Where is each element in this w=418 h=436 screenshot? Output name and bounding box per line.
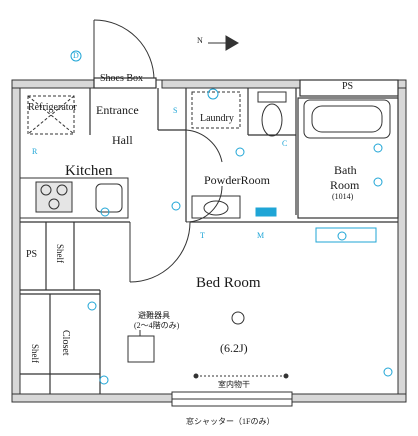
shoes-box-label: Shoes Box bbox=[100, 73, 144, 84]
fixture-r-label: R bbox=[32, 147, 38, 156]
fixture-c-label: C bbox=[282, 139, 288, 148]
kitchen-counter bbox=[19, 177, 129, 219]
interior-walls bbox=[20, 77, 399, 394]
closet-shelf-label: Shelf bbox=[30, 344, 40, 363]
entrance-label: Entrance bbox=[96, 103, 139, 117]
indoor-dryer-line bbox=[193, 373, 289, 379]
bedroom-window bbox=[171, 391, 293, 407]
washbasin bbox=[191, 195, 241, 219]
refrigerator-space bbox=[27, 95, 75, 135]
bath-room-label-line1: Bath bbox=[334, 163, 357, 177]
window-shutter-label: 窓シャッター（1Fのみ） bbox=[186, 417, 275, 426]
north-label: N bbox=[197, 36, 203, 45]
toilet bbox=[257, 91, 287, 137]
shelf-left-label: Shelf bbox=[55, 244, 65, 263]
fixture-m-label: M bbox=[257, 231, 265, 240]
evac-hatch bbox=[127, 335, 155, 363]
laundry-label: Laundry bbox=[200, 113, 234, 124]
entry-door bbox=[93, 19, 162, 81]
bath-room-size: (1014) bbox=[332, 192, 354, 201]
bath-room-label-line2: Room bbox=[330, 178, 360, 192]
refrigerator-label: Refrigerator bbox=[28, 102, 77, 113]
indoor-dryer-label: 室内物干 bbox=[218, 380, 250, 389]
ps-left-label: PS bbox=[26, 249, 38, 260]
ceiling-light bbox=[231, 311, 245, 325]
outer-walls bbox=[11, 79, 407, 403]
compass bbox=[208, 35, 239, 51]
electrical-markers bbox=[70, 50, 393, 385]
hall-label: Hall bbox=[112, 133, 133, 147]
fixture-s-label: S bbox=[173, 106, 178, 115]
ps-top-label: PS bbox=[342, 81, 354, 92]
fixture-t-label: T bbox=[200, 231, 205, 240]
bedroom-door bbox=[129, 221, 191, 283]
kitchen-label: Kitchen bbox=[65, 163, 113, 179]
fixture-d-label: D bbox=[73, 51, 79, 60]
evac-label-line1: 避難器具 bbox=[138, 311, 170, 320]
bathtub bbox=[303, 99, 391, 139]
closet-label: Closet bbox=[60, 330, 71, 356]
powder-door bbox=[185, 129, 223, 223]
evac-label-line2: (2～4階のみ) bbox=[134, 321, 180, 330]
powder-room-label: PowderRoom bbox=[204, 173, 270, 187]
bed-room-size: (6.2J) bbox=[220, 341, 248, 355]
laundry-space bbox=[191, 91, 241, 129]
bed-room-label: Bed Room bbox=[196, 275, 261, 291]
